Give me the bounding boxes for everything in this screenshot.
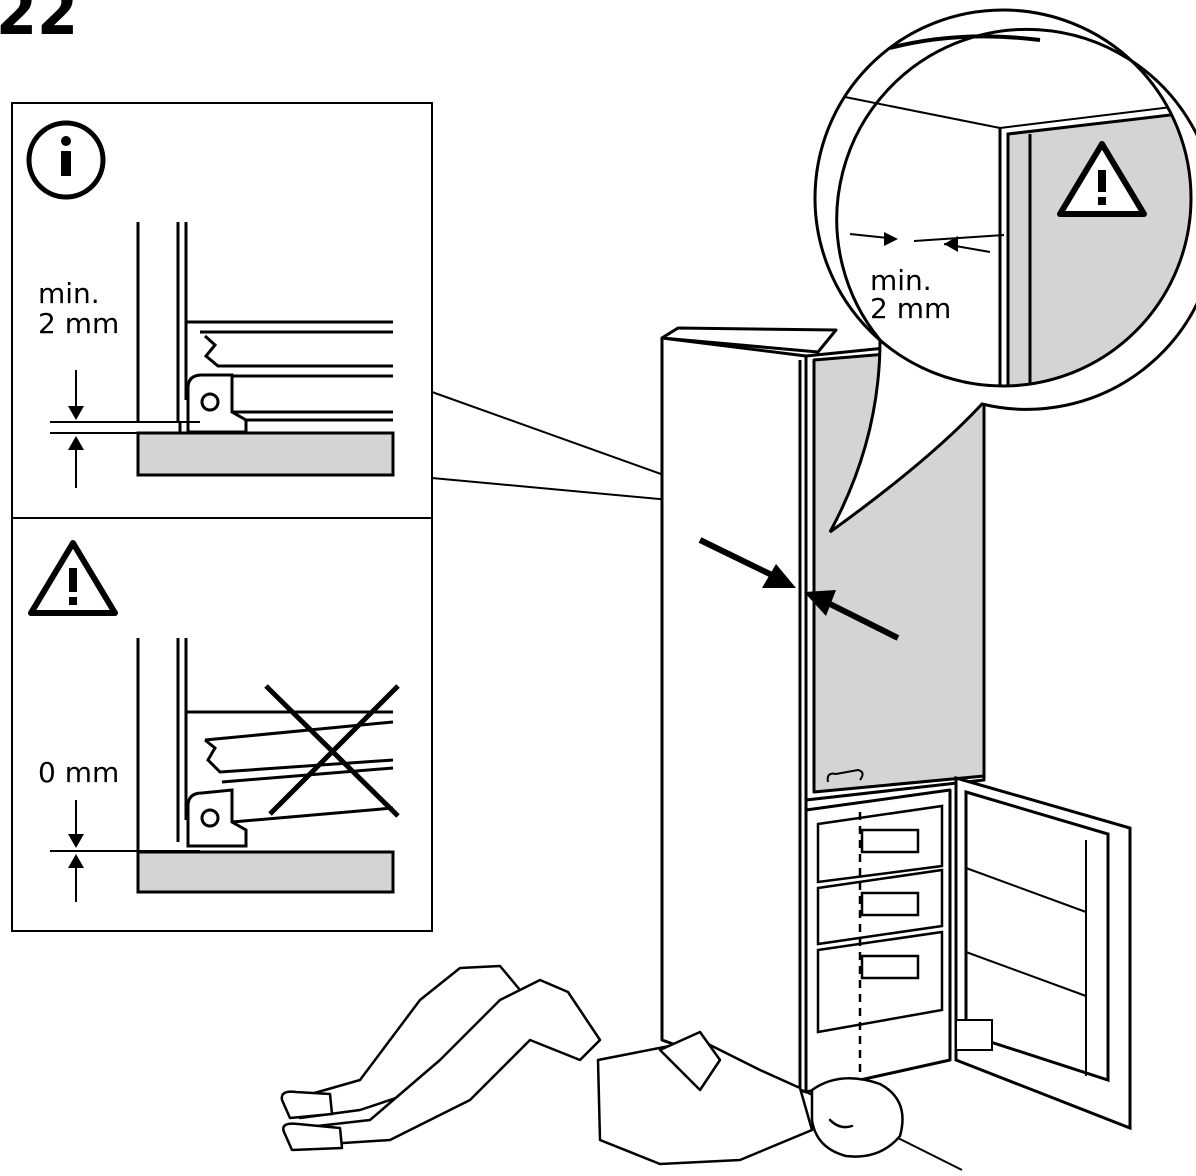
gap-measure-correct [50,370,200,488]
warning-icon [28,540,118,616]
info-panel: min. 2 mm [26,120,395,488]
gap-label-value: 2 mm [38,307,119,340]
freezer-drawers [816,804,944,1120]
step-number: 22 [0,0,78,50]
hinge-detail-incorrect [136,638,395,894]
warning-icon [1057,141,1147,217]
bubble-gap-label-min: min. [870,264,932,297]
info-icon [26,120,106,200]
gap-arrows [698,537,900,641]
gap-label-min: min. [38,277,100,310]
bubble-gap-measure [849,232,1005,253]
tall-cabinet [660,326,986,1171]
freezer-door-open [954,776,1132,1131]
hinge-detail-correct [136,222,395,477]
warning-panel: 0 mm [28,540,400,902]
person-lying [280,964,904,1166]
zero-gap-label: 0 mm [38,756,119,789]
callout-bubble: min. 2 mm [813,8,1196,534]
cross-mark [264,684,400,818]
bubble-gap-label-value: 2 mm [870,292,951,325]
gap-measure-incorrect [50,800,200,902]
